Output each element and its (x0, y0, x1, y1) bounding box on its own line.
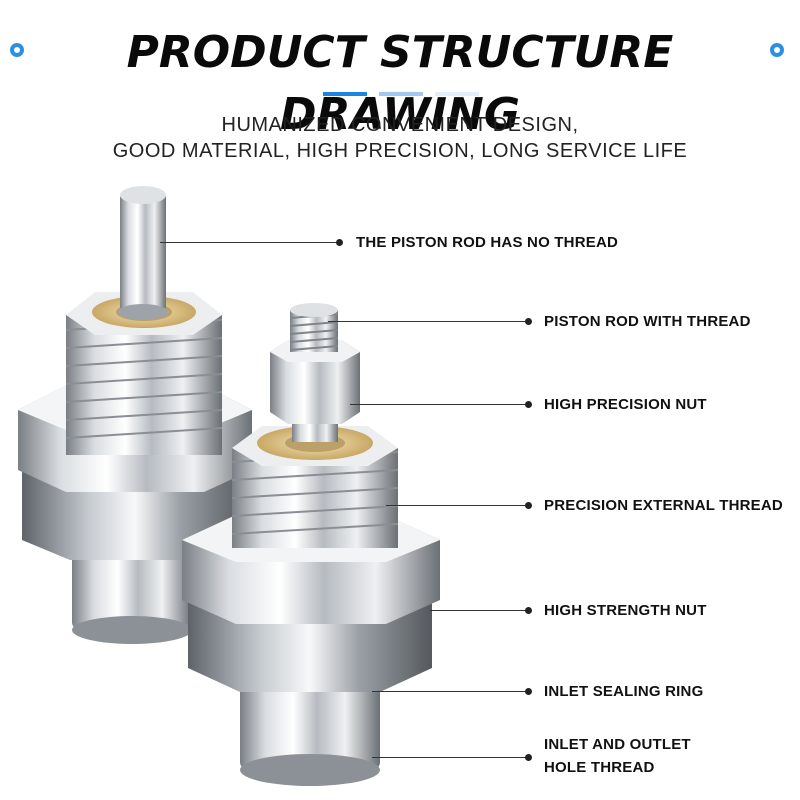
leader-line (372, 757, 528, 758)
circle-bullet-icon (10, 43, 24, 57)
leader-line (350, 404, 528, 405)
cylinder-threaded (182, 303, 440, 786)
underline-bar (323, 92, 367, 96)
callout-inlet-outlet-line1: INLET AND OUTLET (544, 736, 691, 753)
leader-line (372, 691, 528, 692)
leader-dot (525, 401, 532, 408)
leader-line (386, 505, 528, 506)
leader-dot (336, 239, 343, 246)
underline-bar (435, 92, 479, 96)
leader-line (430, 610, 528, 611)
leader-dot (525, 318, 532, 325)
cylinder-unthreaded (18, 186, 252, 644)
product-illustration (18, 186, 440, 786)
leader-dot (525, 502, 532, 509)
leader-line (160, 242, 340, 243)
page-header: PRODUCT STRUCTURE DRAWING (0, 22, 800, 140)
callout-piston-rod-no-thread: THE PISTON ROD HAS NO THREAD (356, 234, 619, 251)
leader-dot (525, 754, 532, 761)
callout-precision-external-thread: PRECISION EXTERNAL THREAD (544, 497, 783, 514)
leader-dot (525, 607, 532, 614)
subtitle-line-1: HUMANIZED CONVENIENT DESIGN, (221, 114, 579, 136)
subtitle-line-2: GOOD MATERIAL, HIGH PRECISION, LONG SERV… (112, 140, 688, 162)
callout-high-precision-nut: HIGH PRECISION NUT (544, 396, 707, 413)
title-underline-bars (323, 92, 483, 96)
leader-dot (525, 688, 532, 695)
leader-line (328, 321, 528, 322)
page-title: PRODUCT STRUCTURE DRAWING (126, 27, 674, 140)
callout-piston-rod-with-thread: PISTON ROD WITH THREAD (544, 313, 751, 330)
underline-bar (379, 92, 423, 96)
callout-inlet-sealing-ring: INLET SEALING RING (544, 683, 704, 700)
callout-inlet-outlet-line2: HOLE THREAD (544, 759, 655, 776)
callout-high-strength-nut: HIGH STRENGTH NUT (544, 602, 707, 619)
circle-bullet-icon (770, 43, 784, 57)
